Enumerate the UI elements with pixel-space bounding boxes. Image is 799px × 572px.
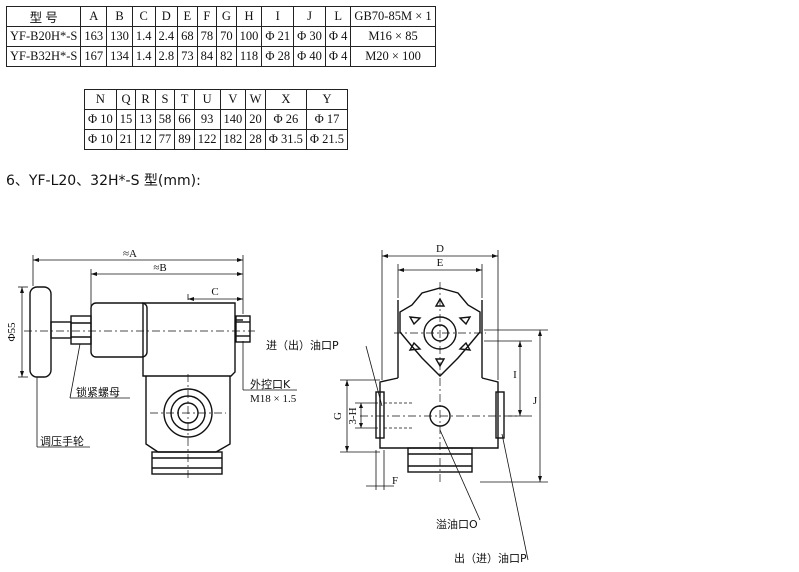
dim-i-label: I [513,369,517,381]
outlet-label: 出（进）油口P [454,551,527,565]
table-cell: 12 [135,129,156,150]
table-cell: YF-B32H*-S [5,46,82,67]
handwheel-shape [29,286,52,378]
ext-port-label: 外控口K [250,377,291,391]
table-cell: Φ 10 [84,109,117,130]
ext-port-thread-label: M18 × 1.5 [250,393,297,405]
table-cell: Φ 4 [324,46,352,67]
dim-j-label: J [533,395,538,407]
dim-d-label: D [436,243,444,255]
overflow-port-label: 溢油口O [436,517,478,531]
table-cell: 13 [135,109,156,130]
table-cell: 163 [80,26,108,47]
table-cell: M20 × 100 [350,46,436,67]
table-cell: 89 [174,129,195,150]
dim-b-label: ≈B [153,262,166,274]
table-cell: Φ 21.5 [305,129,349,150]
dim-c-label: C [211,286,218,298]
table-cell: 122 [193,129,221,150]
table-cell: Φ 26 [264,109,307,130]
table-cell: 82 [216,46,237,67]
table-cell: 182 [219,129,247,150]
dim-phi55-label: Φ55 [6,322,18,342]
lock-nut-shape [70,315,92,345]
table-cell: Φ 40 [293,46,326,67]
table-cell: 2.8 [154,46,179,67]
table-cell: Φ 28 [261,46,295,67]
handwheel-label: 调压手轮 [40,434,84,448]
inlet-label: 进（出）油口P [266,338,339,352]
dim-e-label: E [437,257,444,269]
dim-g-label: G [332,412,344,420]
section-heading: 6、YF-L20、32H*-S 型(mm): [6,173,201,189]
table-cell: 118 [235,46,263,67]
knob-shape [399,287,481,377]
table-header-cell: GB70-85M × 1 [350,6,436,27]
table-cell: Φ 10 [84,129,117,150]
table-cell: 21 [115,129,137,150]
table-cell: 84 [196,46,218,67]
table-cell: 73 [177,46,198,67]
dim-f-label: F [392,475,398,487]
dim-a-label: ≈A [123,248,137,260]
lock-nut-label: 锁紧螺母 [76,385,120,399]
table-cell: Φ 31.5 [264,129,307,150]
table-cell: 77 [154,129,176,150]
dim-3h-label: 3-H [347,407,359,424]
table-cell: 134 [106,46,133,67]
